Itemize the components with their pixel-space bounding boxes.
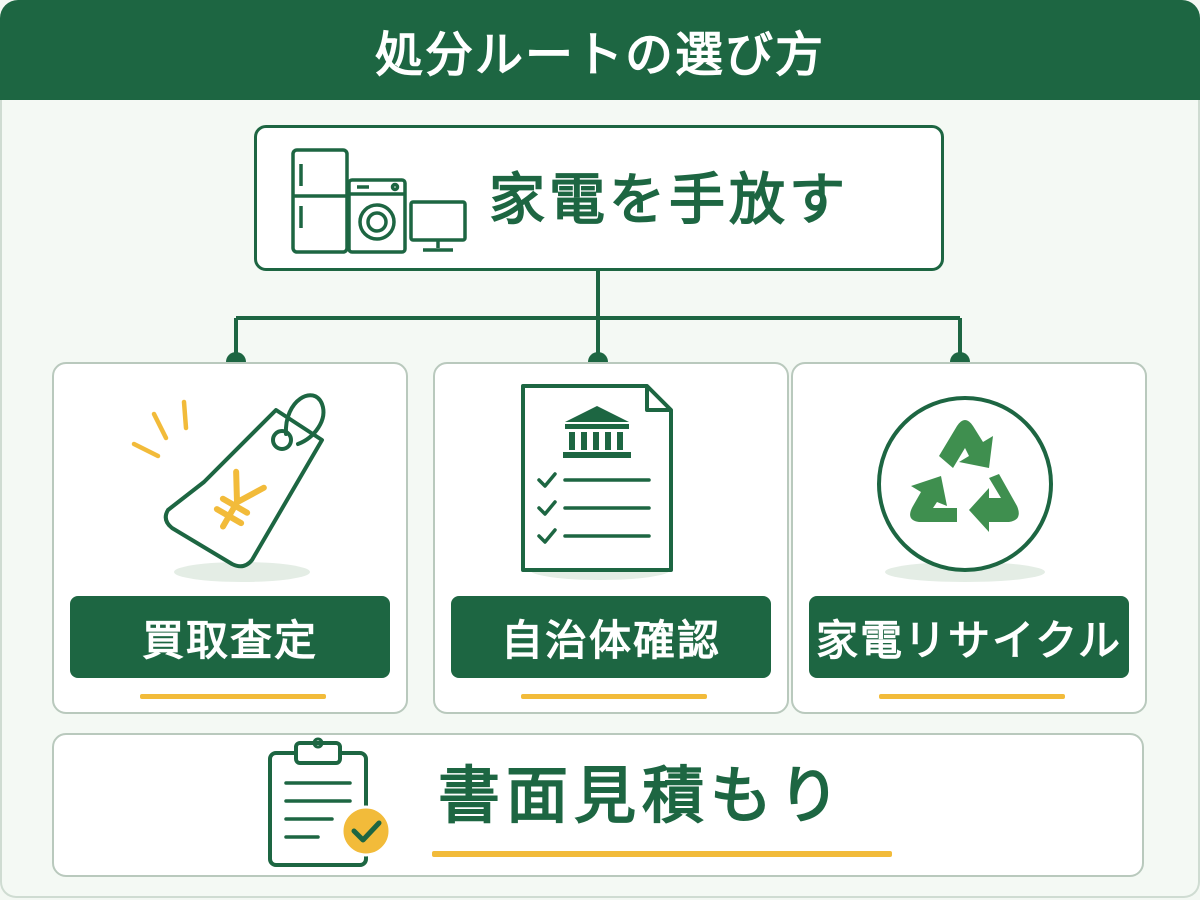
route-card-buyback: 買取査定 [52, 362, 408, 714]
municipal-document-checklist-icon [521, 384, 673, 580]
recycle-icon [877, 396, 1053, 582]
bottom-node: 書面見積もり [52, 733, 1144, 877]
bottom-title: 書面見積もり [438, 759, 847, 832]
price-tag-yen-icon [131, 393, 326, 582]
route-label: 家電リサイクル [816, 615, 1122, 665]
route-underline [521, 694, 707, 699]
clipboard-check-icon [268, 737, 392, 867]
appliances-icon [291, 148, 467, 254]
route-label: 自治体確認 [500, 615, 721, 665]
route-card-recycling: 家電リサイクル [791, 362, 1147, 714]
header-bar: 処分ルートの選び方 [0, 0, 1200, 100]
page-title: 処分ルートの選び方 [374, 27, 825, 83]
route-label-bg: 買取査定 [70, 596, 390, 678]
root-title: 家電を手放す [489, 168, 849, 233]
bottom-underline [432, 851, 892, 857]
route-label-bg: 家電リサイクル [809, 596, 1129, 678]
route-label: 買取査定 [141, 615, 318, 665]
route-underline [140, 694, 326, 699]
root-node: 家電を手放す [254, 125, 944, 271]
route-card-municipal: 自治体確認 [433, 362, 789, 714]
route-underline [879, 694, 1065, 699]
route-label-bg: 自治体確認 [451, 596, 771, 678]
